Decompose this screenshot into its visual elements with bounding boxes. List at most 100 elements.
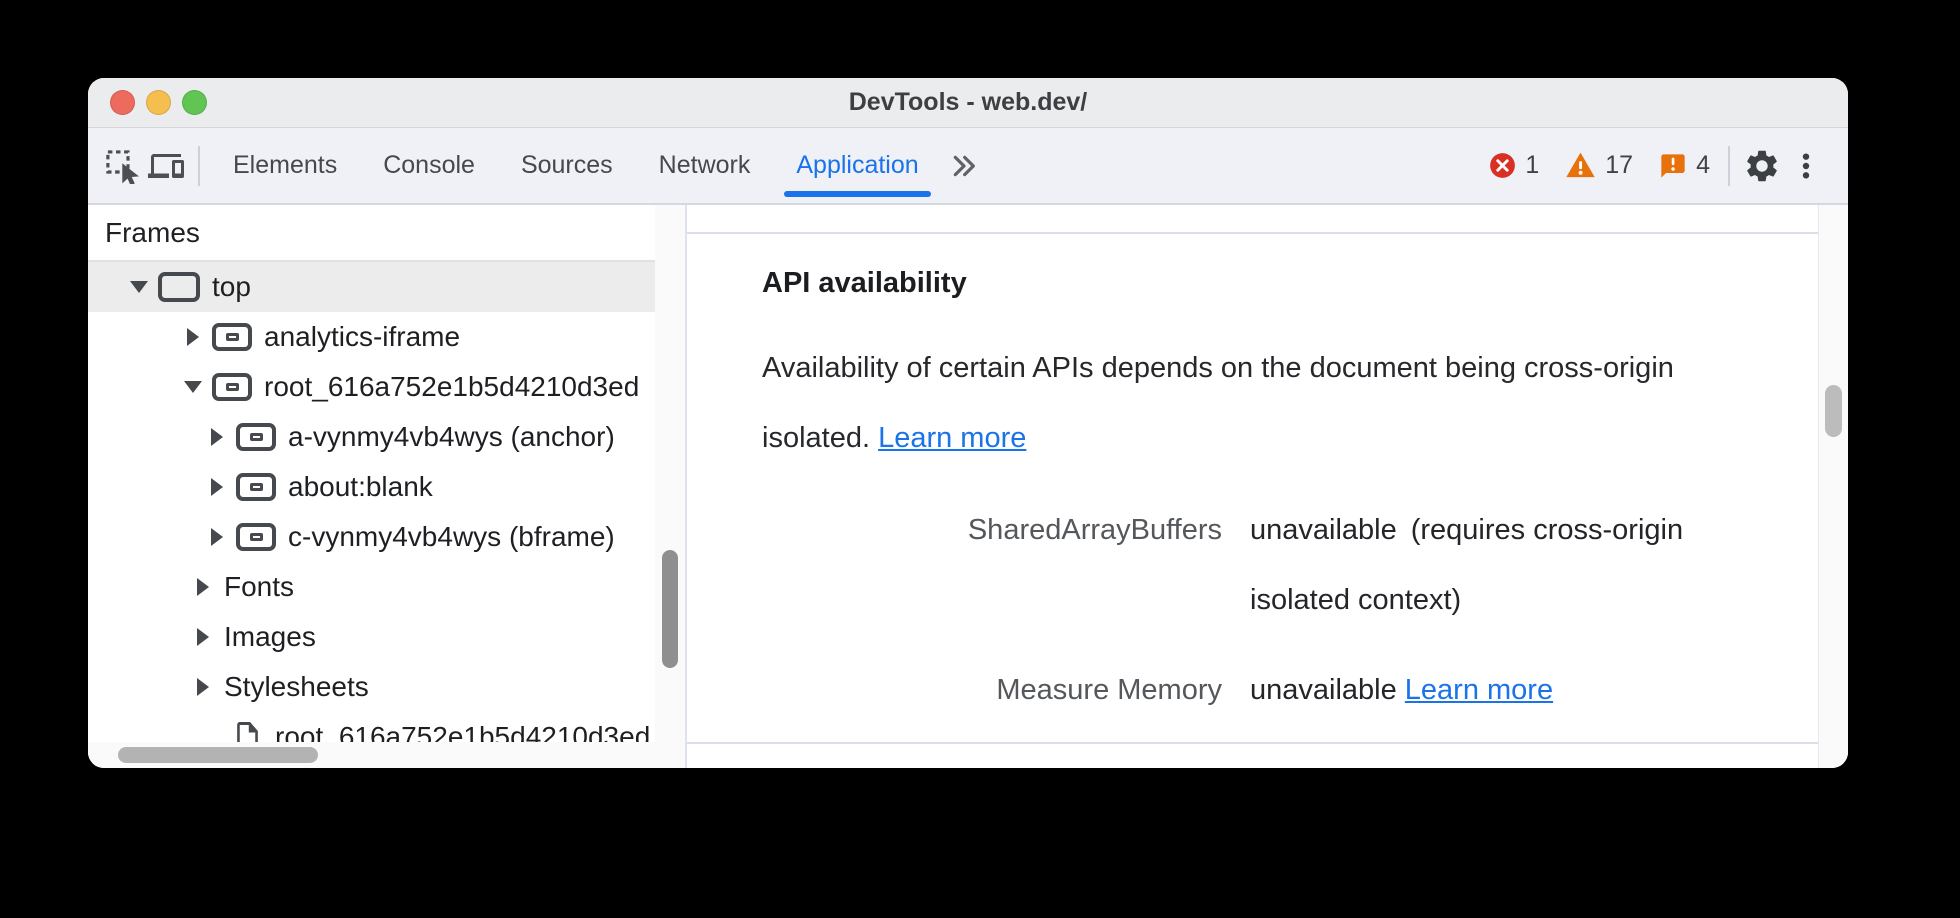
warning-count: 17 — [1605, 151, 1634, 179]
document-icon — [232, 719, 263, 755]
zoom-button[interactable] — [182, 90, 207, 115]
status-badges: 1 17 — [1489, 150, 1710, 181]
tree-item-a-vynmy4vb4wys-anchor[interactable]: a-vynmy4vb4wys (anchor) — [88, 412, 655, 462]
inspect-icon — [104, 148, 140, 184]
tree-item-label: root_616a752e1b5d4210d3ed — [264, 371, 640, 402]
frames-section-header[interactable]: Frames — [88, 205, 655, 262]
warning-icon — [1565, 150, 1596, 181]
triangle-down-icon — [130, 281, 148, 293]
double-chevron-right-icon — [948, 150, 980, 182]
learn-more-link[interactable]: Learn more — [878, 422, 1027, 454]
tree-item-stylesheets[interactable]: Stylesheets — [88, 662, 655, 712]
tree-item-label: about:blank — [288, 471, 433, 502]
tree-item-label: c-vynmy4vb4wys (bframe) — [288, 521, 615, 552]
tab-application[interactable]: Application — [773, 128, 941, 203]
minimize-button[interactable] — [146, 90, 171, 115]
more-options-button[interactable] — [1784, 138, 1828, 194]
tree-item-top[interactable]: top — [88, 262, 655, 312]
warning-badge[interactable]: 17 — [1565, 150, 1633, 181]
triangle-down-icon — [184, 381, 202, 393]
triangle-right-icon — [187, 328, 199, 346]
report-panel: API availability Availability of certain… — [687, 205, 1818, 768]
tab-strip: Elements Console Sources Network Application — [210, 128, 942, 203]
kebab-menu-icon — [1790, 150, 1822, 182]
tree-item-label: analytics-iframe — [264, 321, 461, 352]
error-count: 1 — [1525, 151, 1540, 179]
gear-icon — [1743, 147, 1781, 185]
triangle-right-icon — [197, 628, 209, 646]
expand-arrow-icon[interactable] — [192, 674, 214, 700]
sidebar-vertical-scrollbar — [655, 205, 685, 742]
tree-item-root-616a752e1b5d4210d3ed[interactable]: root_616a752e1b5d4210d3ed — [88, 362, 655, 412]
frames-tree: top analytics-iframe root_616a752e1b5d4210… — [88, 262, 655, 762]
issue-count: 4 — [1696, 151, 1710, 179]
traffic-lights — [110, 78, 207, 127]
error-icon — [1489, 152, 1516, 179]
iframe-icon — [236, 473, 276, 501]
triangle-right-icon — [211, 428, 223, 446]
tree-item-label: top — [212, 271, 251, 302]
issues-badge[interactable]: 4 — [1659, 151, 1710, 180]
sidebar-main-divider — [685, 205, 687, 768]
triangle-right-icon — [197, 578, 209, 596]
sidebar-horizontal-scrollbar — [88, 742, 685, 768]
section-title: API availability — [762, 267, 967, 299]
learn-more-link[interactable]: Learn more — [1404, 674, 1554, 706]
expand-arrow-icon[interactable] — [182, 324, 204, 350]
section-divider-top — [687, 232, 1818, 234]
top-frame-icon — [158, 272, 200, 302]
api-status-cell: unavailable(requires cross-origin isolat… — [1250, 495, 1748, 635]
tree-item-analytics-iframe[interactable]: analytics-iframe — [88, 312, 655, 362]
content-area: Frames top analytics-iframe root_616a752e1… — [88, 205, 1848, 768]
close-button[interactable] — [110, 90, 135, 115]
toolbar-divider-right — [1728, 145, 1730, 186]
tree-item-label: Fonts — [224, 571, 295, 602]
expand-arrow-icon[interactable] — [206, 424, 228, 450]
issues-icon — [1659, 152, 1687, 180]
tab-console[interactable]: Console — [383, 151, 475, 179]
api-status-cell: unavailable Learn more — [1250, 655, 1748, 725]
api-status-note: (requires cross-origin isolated context) — [1250, 514, 1684, 616]
api-status: unavailable — [1250, 514, 1397, 546]
toggle-device-toolbar-button[interactable] — [144, 138, 188, 194]
tab-elements[interactable]: Elements — [233, 151, 338, 179]
sidebar-horizontal-scrollbar-thumb[interactable] — [118, 747, 318, 763]
window-title: DevTools - web.dev/ — [848, 88, 1088, 116]
sidebar-vertical-scrollbar-thumb[interactable] — [662, 550, 678, 668]
api-status: unavailable — [1250, 674, 1397, 706]
collapse-arrow-icon[interactable] — [182, 374, 204, 400]
settings-button[interactable] — [1740, 138, 1784, 194]
devtools-window: DevTools - web.dev/ Elements Console Sourc… — [88, 78, 1848, 768]
tree-item-fonts[interactable]: Fonts — [88, 562, 655, 612]
expand-arrow-icon[interactable] — [192, 574, 214, 600]
tree-item-c-vynmy4vb4wys-bframe[interactable]: c-vynmy4vb4wys (bframe) — [88, 512, 655, 562]
iframe-icon — [212, 323, 252, 351]
collapse-arrow-icon[interactable] — [128, 274, 150, 300]
main-vertical-scrollbar — [1818, 205, 1848, 768]
triangle-right-icon — [197, 678, 209, 696]
devtools-toolbar: Elements Console Sources Network Application… — [88, 128, 1848, 205]
description-line-2: isolated. Learn more — [762, 422, 1027, 454]
main-vertical-scrollbar-thumb[interactable] — [1825, 385, 1842, 437]
tree-item-about-blank[interactable]: about:blank — [88, 462, 655, 512]
error-badge[interactable]: 1 — [1489, 151, 1539, 180]
expand-arrow-icon[interactable] — [206, 474, 228, 500]
description-line-1: Availability of certain APIs depends on … — [762, 352, 1674, 384]
expand-arrow-icon[interactable] — [192, 624, 214, 650]
expand-arrow-icon[interactable] — [206, 524, 228, 550]
api-name: SharedArrayBuffers — [967, 514, 1222, 546]
inspect-element-button[interactable] — [100, 138, 144, 194]
iframe-icon — [236, 423, 276, 451]
tree-item-images[interactable]: Images — [88, 612, 655, 662]
more-tabs-button[interactable] — [942, 138, 986, 194]
tree-item-label: a-vynmy4vb4wys (anchor) — [288, 421, 615, 452]
iframe-icon — [212, 373, 252, 401]
section-divider-bottom — [687, 742, 1818, 744]
tree-item-label: Images — [224, 621, 316, 652]
toolbar-divider — [198, 145, 200, 186]
tab-sources[interactable]: Sources — [520, 151, 613, 179]
section-description: Availability of certain APIs depends on … — [762, 333, 1674, 473]
device-toolbar-icon — [148, 148, 184, 184]
tab-network[interactable]: Network — [658, 151, 751, 179]
